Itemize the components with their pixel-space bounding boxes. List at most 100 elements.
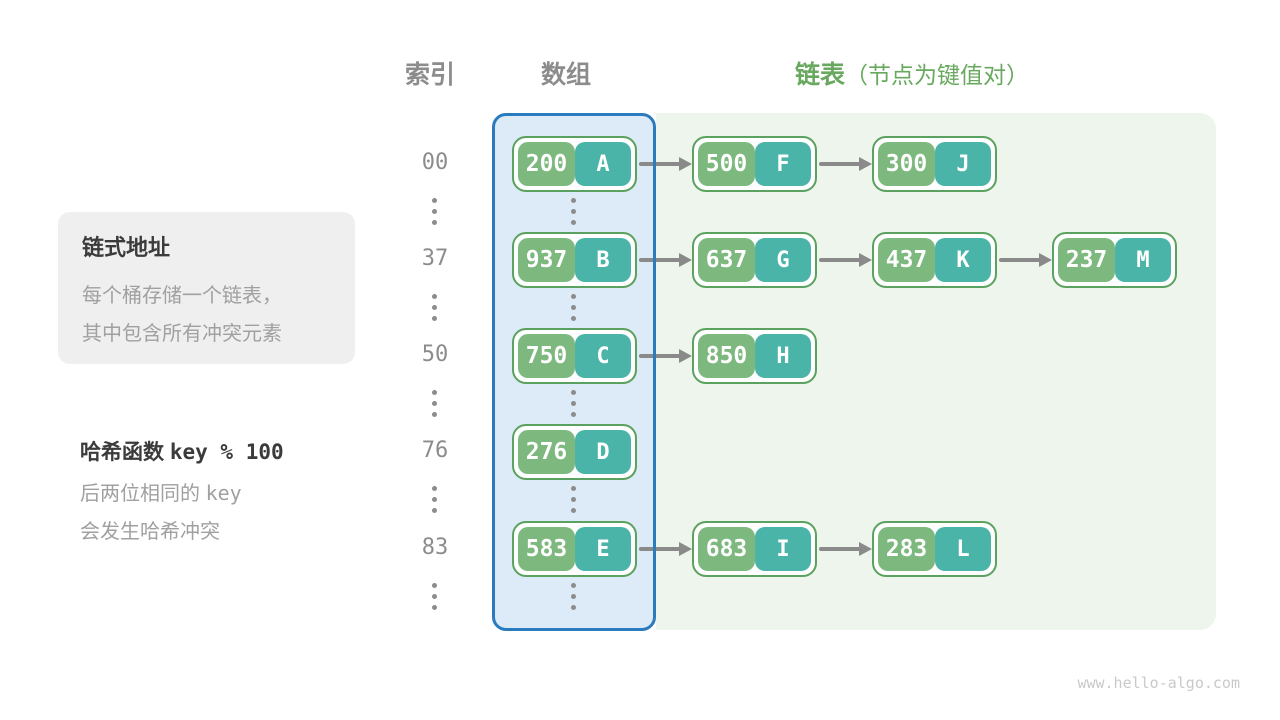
hash-fn-title: 哈希函数 key % 100 bbox=[80, 436, 284, 466]
arrow-shaft bbox=[639, 547, 681, 551]
node-key: 750 bbox=[518, 334, 575, 378]
node-key: 683 bbox=[698, 527, 755, 571]
dot bbox=[571, 305, 576, 310]
node-value: E bbox=[575, 527, 631, 571]
arrow-shaft bbox=[819, 258, 861, 262]
chaining-note-line2: 其中包含所有冲突元素 bbox=[82, 323, 282, 345]
dot bbox=[571, 294, 576, 299]
ellipsis-dots-icon bbox=[571, 486, 576, 513]
node-key: 850 bbox=[698, 334, 755, 378]
dot bbox=[432, 412, 437, 417]
ellipsis-dots-icon bbox=[571, 390, 576, 417]
node-value: F bbox=[755, 142, 811, 186]
ellipsis-dots-icon bbox=[571, 583, 576, 610]
dot bbox=[432, 209, 437, 214]
ellipsis-dots-icon bbox=[432, 390, 437, 417]
dot bbox=[432, 605, 437, 610]
chaining-note-line1: 每个桶存储一个链表， bbox=[82, 285, 282, 307]
dot bbox=[571, 412, 576, 417]
node-key: 300 bbox=[878, 142, 935, 186]
node-value: I bbox=[755, 527, 811, 571]
node-key: 500 bbox=[698, 142, 755, 186]
chaining-note-box bbox=[58, 212, 355, 364]
arrow-head-icon bbox=[679, 542, 692, 556]
arrow-shaft bbox=[639, 258, 681, 262]
hash-fn-line2: 会发生哈希冲突 bbox=[80, 521, 220, 543]
arrow-head-icon bbox=[679, 157, 692, 171]
next-pointer-arrow bbox=[819, 157, 872, 171]
dot bbox=[571, 497, 576, 502]
dot bbox=[432, 316, 437, 321]
list-column-header-note: （节点为键值对） bbox=[845, 62, 1030, 88]
node-value: D bbox=[575, 430, 631, 474]
dot bbox=[571, 486, 576, 491]
node-key: 200 bbox=[518, 142, 575, 186]
index-label: 83 bbox=[421, 535, 449, 560]
node-key: 283 bbox=[878, 527, 935, 571]
node-value: H bbox=[755, 334, 811, 378]
arrow-shaft bbox=[999, 258, 1041, 262]
list-column-header-text: 链表 bbox=[795, 61, 846, 89]
node-value: C bbox=[575, 334, 631, 378]
hash-fn-line1-text: 后两位相同的 bbox=[80, 483, 200, 505]
node-value: G bbox=[755, 238, 811, 282]
dot bbox=[432, 497, 437, 502]
watermark: www.hello-algo.com bbox=[1077, 674, 1240, 692]
dot bbox=[432, 508, 437, 513]
hash-fn-title-code: key % 100 bbox=[169, 440, 284, 464]
index-label: 76 bbox=[421, 438, 449, 463]
ellipsis-dots-icon bbox=[432, 583, 437, 610]
dot bbox=[571, 401, 576, 406]
arrow-shaft bbox=[639, 354, 681, 358]
node-key: 276 bbox=[518, 430, 575, 474]
dot bbox=[571, 209, 576, 214]
node-value: K bbox=[935, 238, 991, 282]
ellipsis-dots-icon bbox=[432, 294, 437, 321]
next-pointer-arrow bbox=[639, 542, 692, 556]
dot bbox=[432, 198, 437, 203]
node-value: J bbox=[935, 142, 991, 186]
dot bbox=[571, 508, 576, 513]
node-value: B bbox=[575, 238, 631, 282]
dot bbox=[571, 390, 576, 395]
node-key: 937 bbox=[518, 238, 575, 282]
ellipsis-dots-icon bbox=[571, 294, 576, 321]
arrow-head-icon bbox=[859, 253, 872, 267]
dot bbox=[571, 605, 576, 610]
hash-fn-line1-code: key bbox=[205, 481, 242, 505]
ellipsis-dots-icon bbox=[571, 198, 576, 225]
arrow-head-icon bbox=[859, 542, 872, 556]
arrow-head-icon bbox=[859, 157, 872, 171]
dot bbox=[432, 305, 437, 310]
node-value: L bbox=[935, 527, 991, 571]
next-pointer-arrow bbox=[639, 349, 692, 363]
node-value: M bbox=[1115, 238, 1171, 282]
index-label: 50 bbox=[421, 342, 449, 367]
dot bbox=[432, 294, 437, 299]
dot bbox=[571, 594, 576, 599]
next-pointer-arrow bbox=[639, 253, 692, 267]
index-column-header: 索引 bbox=[405, 61, 456, 89]
hash-fn-title-text: 哈希函数 bbox=[80, 441, 164, 464]
arrow-shaft bbox=[819, 162, 861, 166]
arrow-shaft bbox=[639, 162, 681, 166]
dot bbox=[571, 220, 576, 225]
index-label: 00 bbox=[421, 150, 449, 175]
dot bbox=[432, 220, 437, 225]
node-key: 637 bbox=[698, 238, 755, 282]
next-pointer-arrow bbox=[819, 253, 872, 267]
hash-fn-line1: 后两位相同的 key bbox=[80, 477, 242, 506]
